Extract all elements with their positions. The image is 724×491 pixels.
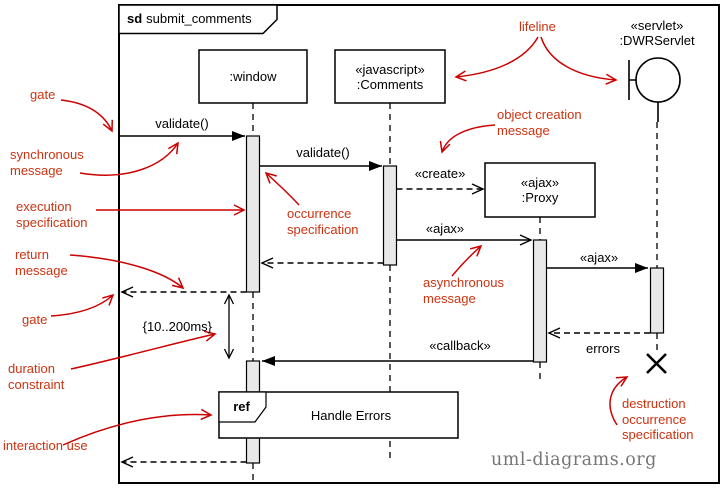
lifeline-window: :window xyxy=(199,50,307,103)
window-head-box xyxy=(198,49,308,104)
annotation-interaction-use: interaction use xyxy=(3,438,88,453)
boundary-icon-circle xyxy=(635,57,681,103)
create-label: «create» xyxy=(414,166,466,181)
lifeline-servlet: «servlet» :DWRServlet xyxy=(595,18,719,48)
occurrence-specification-arrow xyxy=(264,171,300,206)
destruction-x-icon xyxy=(646,353,667,374)
return-message-arrow xyxy=(69,254,185,290)
comments-activation xyxy=(382,165,398,266)
ref-name-label: Handle Errors xyxy=(310,407,392,423)
annotation-execution-specification: execution specification xyxy=(16,199,88,230)
lifeline-arrow-left xyxy=(454,36,539,82)
lifeline-arrow-right xyxy=(540,36,618,85)
annotation-destruction-occurrence: destruction occurrence specification xyxy=(622,396,694,442)
frame-operator: sd xyxy=(127,11,143,26)
proxy-head-box xyxy=(484,162,596,218)
annotation-synchronous-message: synchronous message xyxy=(10,147,84,178)
window-name: :window xyxy=(229,69,277,84)
watermark: uml-diagrams.org xyxy=(491,450,657,470)
interaction-use-arrow xyxy=(62,408,213,446)
validate-gate-label: validate() xyxy=(155,116,209,131)
frame-name: submit_comments xyxy=(146,11,252,26)
proxy-name: :Proxy xyxy=(521,190,559,205)
servlet-name: :DWRServlet xyxy=(619,33,695,48)
ref-operator-label: ref xyxy=(233,398,250,414)
asynchronous-message-arrow xyxy=(451,244,483,277)
annotation-object-creation: object creation message xyxy=(497,107,582,138)
lifeline-proxy: «ajax» :Proxy xyxy=(485,163,595,217)
interaction-frame xyxy=(118,4,720,484)
errors-label: errors xyxy=(586,341,620,356)
boundary-icon-bar xyxy=(628,60,659,122)
comments-head-box xyxy=(334,49,446,104)
lifeline-dashed-lines xyxy=(252,103,658,482)
boundary-icon xyxy=(628,57,681,122)
callback-label: «callback» xyxy=(429,338,491,353)
annotation-arrows xyxy=(50,36,629,446)
duration-constraint-arrow-red xyxy=(70,330,217,370)
validate-inner-label: validate() xyxy=(296,145,350,160)
lifeline-comments: «javascript» :Comments xyxy=(335,50,445,103)
gate-bottom-arrow xyxy=(50,293,115,317)
object-creation-arrow xyxy=(439,124,496,154)
ref-operator-pentagon xyxy=(218,391,267,423)
messages xyxy=(120,131,650,468)
frame-name-pentagon xyxy=(118,4,278,35)
ajax-sync-label: «ajax» xyxy=(579,250,619,265)
window-activation-1 xyxy=(245,135,261,293)
annotation-gate-top: gate xyxy=(30,87,56,102)
comments-name: :Comments xyxy=(356,76,424,92)
gate-top-arrow xyxy=(60,99,114,133)
lifeline-head-boxes xyxy=(198,49,596,218)
annotation-occurrence-specification: occurrence specification xyxy=(287,206,359,237)
duration-constraint-label: {10..200ms} xyxy=(142,319,212,334)
destruction-occurrence-arrow xyxy=(609,376,629,426)
annotation-duration-constraint: duration constraint xyxy=(8,361,65,392)
proxy-stereotype: «ajax» xyxy=(520,175,560,190)
annotation-asynchronous-message: asynchronous message xyxy=(423,275,504,306)
servlet-activation xyxy=(649,267,665,334)
synchronous-message-arrow xyxy=(79,141,179,176)
comments-stereotype: «javascript» xyxy=(355,61,425,77)
annotation-gate-bottom: gate xyxy=(22,312,48,327)
ajax-async-label: «ajax» xyxy=(425,221,465,236)
proxy-activation xyxy=(532,239,548,363)
servlet-stereotype: «servlet» xyxy=(630,18,684,33)
annotation-lifeline: lifeline xyxy=(519,19,556,34)
annotation-return-message: return message xyxy=(15,247,68,278)
